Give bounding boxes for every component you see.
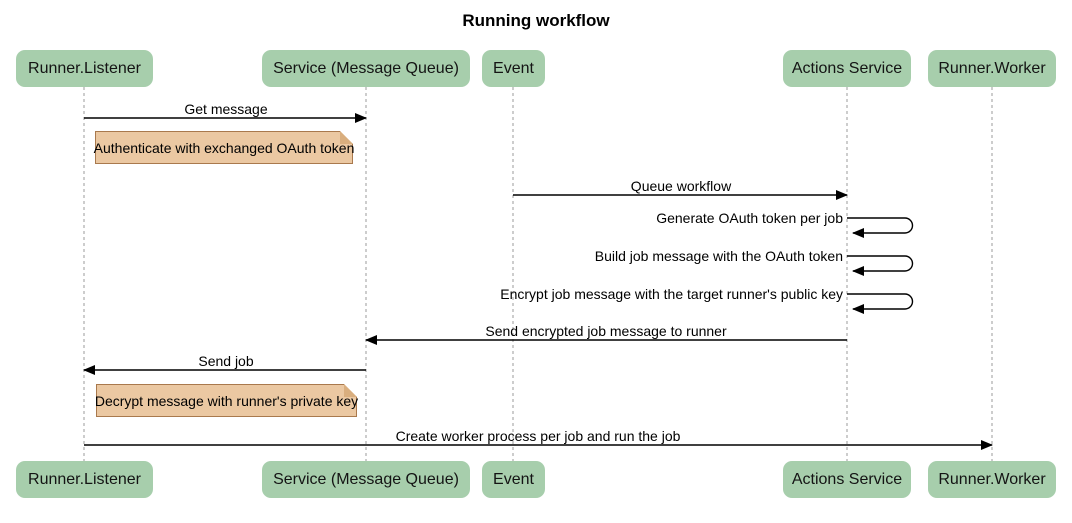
self-loop-generate-oauth-token [847, 217, 914, 238]
note-text: Decrypt message with runner's private ke… [94, 392, 359, 409]
self-loop-build-job-message [847, 255, 914, 276]
message-label-send-encrypted-job-message: Send encrypted job message to runner [485, 323, 727, 339]
participant-label: Service (Message Queue) [273, 59, 459, 77]
message-label-build-job-message: Build job message with the OAuth token [594, 248, 843, 264]
participant-runner-listener-bottom: Runner.Listener [16, 461, 153, 498]
participant-label: Runner.Worker [938, 59, 1046, 77]
note-fold-corner-icon [340, 131, 353, 144]
message-label-queue-workflow: Queue workflow [630, 178, 732, 194]
note-decrypt-private-key: Decrypt message with runner's private ke… [94, 384, 359, 417]
participant-label: Actions Service [791, 59, 903, 77]
message-label-send-job: Send job [198, 353, 254, 369]
participant-label: Runner.Listener [28, 59, 141, 77]
message-label-get-message: Get message [184, 101, 268, 117]
participant-label: Actions Service [791, 470, 903, 488]
participant-event-bottom: Event [482, 461, 545, 498]
self-loop-encrypt-job-message [847, 293, 914, 314]
note-authenticate-oauth: Authenticate with exchanged OAuth token [93, 131, 355, 164]
message-label-generate-oauth-token: Generate OAuth token per job [656, 210, 843, 226]
participant-label: Service (Message Queue) [273, 470, 459, 488]
participant-actions-service-top: Actions Service [783, 50, 911, 87]
participant-service-message-queue-bottom: Service (Message Queue) [262, 461, 470, 498]
diagram-title: Running workflow [462, 11, 610, 30]
participant-service-message-queue-top: Service (Message Queue) [262, 50, 470, 87]
note-fold-corner-icon [344, 384, 357, 397]
participant-label: Runner.Listener [28, 470, 141, 488]
note-text: Authenticate with exchanged OAuth token [93, 139, 355, 156]
participant-event-top: Event [482, 50, 545, 87]
participant-runner-worker-bottom: Runner.Worker [928, 461, 1056, 498]
participant-actions-service-bottom: Actions Service [783, 461, 911, 498]
message-label-encrypt-job-message: Encrypt job message with the target runn… [500, 286, 843, 302]
participant-label: Event [493, 470, 534, 488]
message-label-create-worker-process: Create worker process per job and run th… [395, 428, 681, 444]
participant-runner-listener-top: Runner.Listener [16, 50, 153, 87]
participant-runner-worker-top: Runner.Worker [928, 50, 1056, 87]
participant-label: Event [493, 59, 534, 77]
participant-label: Runner.Worker [938, 470, 1046, 488]
